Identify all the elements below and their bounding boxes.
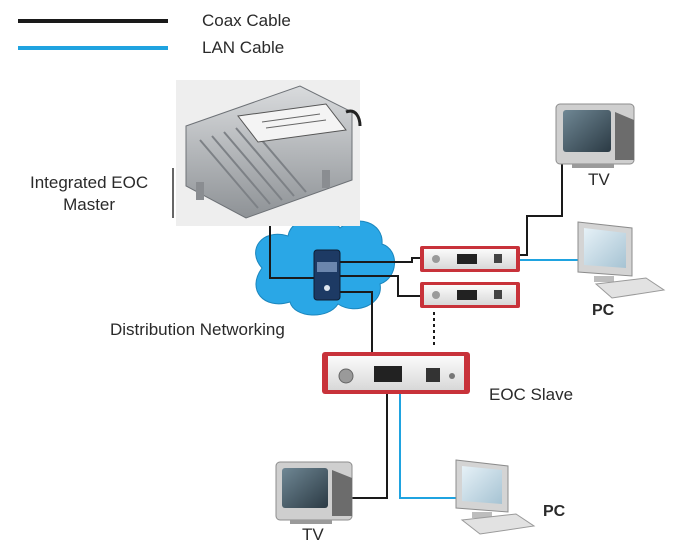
pc-right-label: PC xyxy=(592,302,615,319)
eoc-slave-main xyxy=(322,352,470,394)
coax-legend-label: Coax Cable xyxy=(202,11,291,30)
coax-cables xyxy=(269,152,563,499)
eoc-master-device xyxy=(176,80,362,226)
distribution-box xyxy=(313,249,341,301)
more-devices-dots xyxy=(433,312,435,345)
lan-legend-label: LAN Cable xyxy=(202,38,285,57)
tv-top-icon xyxy=(555,103,635,168)
lan-cables xyxy=(399,259,580,499)
master-label-line-1: Integrated EOC xyxy=(30,173,149,192)
tv-top-label: TV xyxy=(588,170,610,189)
tv-bottom-label: TV xyxy=(302,525,324,544)
distribution-label: Distribution Networking xyxy=(110,320,285,339)
pc-right-icon xyxy=(577,221,666,299)
master-label-line-2: Master xyxy=(63,195,116,214)
slave-label: EOC Slave xyxy=(489,385,574,404)
eoc-slave-unit-1 xyxy=(420,246,520,272)
master-label: Integrated EOC Master xyxy=(30,172,148,216)
pc-bottom-label: PC xyxy=(543,503,566,520)
pc-bottom-icon xyxy=(455,459,536,535)
eoc-slave-unit-2 xyxy=(420,282,520,308)
tv-bottom-icon xyxy=(275,461,353,524)
